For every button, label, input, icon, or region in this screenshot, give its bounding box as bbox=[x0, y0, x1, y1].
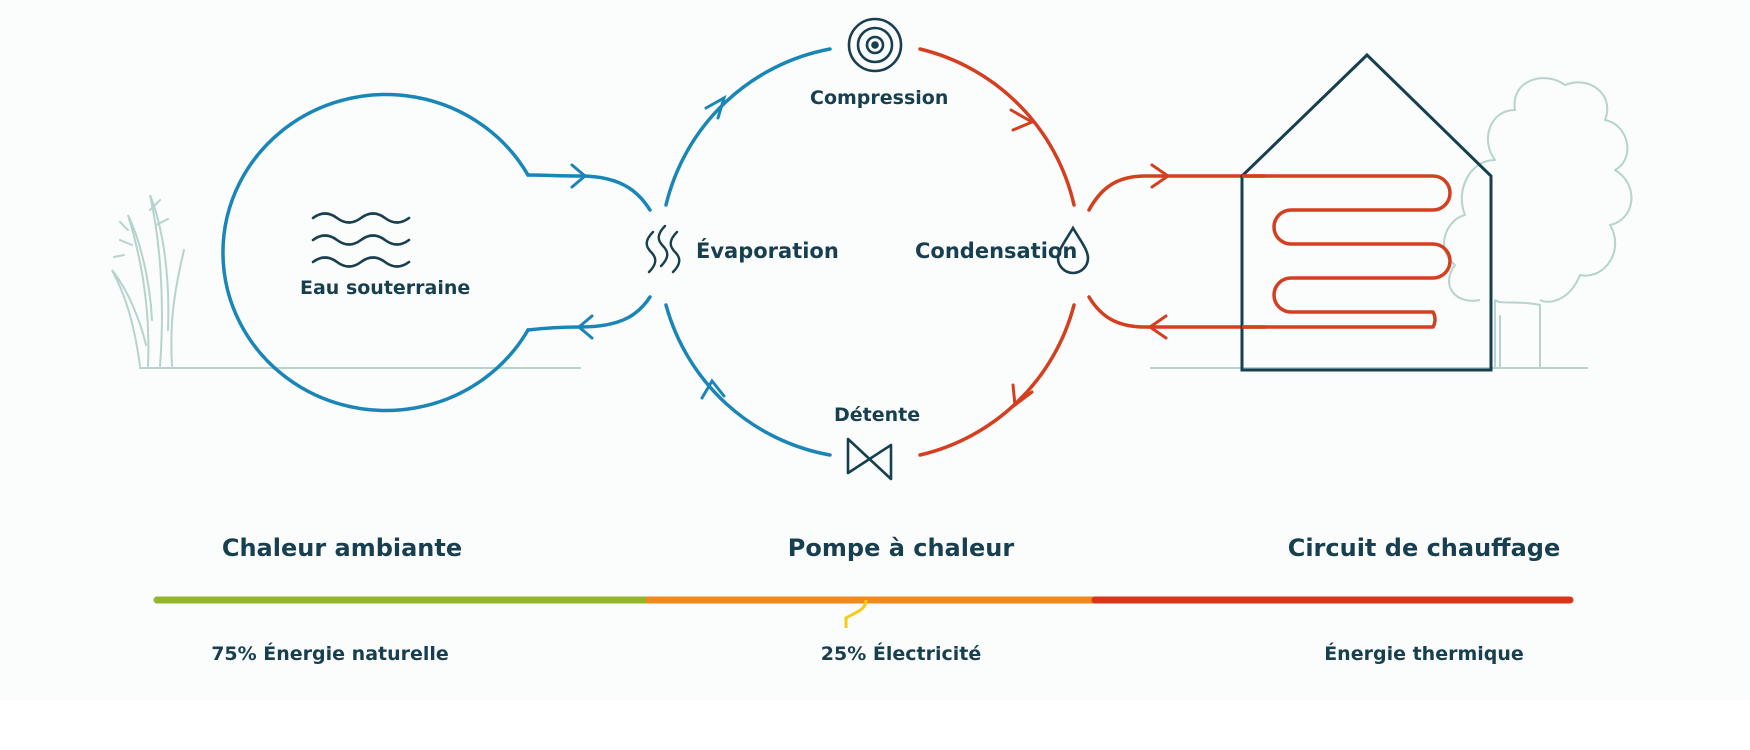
bottom-band bbox=[0, 700, 1750, 750]
natural-energy-label: 75% Énergie naturelle bbox=[211, 642, 449, 665]
groundwater-label: Eau souterraine bbox=[300, 277, 470, 299]
compressor-icon bbox=[847, 17, 903, 73]
arrow-up-left bbox=[704, 94, 727, 120]
condensation-label: Condensation bbox=[915, 239, 1077, 263]
heating-connections bbox=[1087, 163, 1267, 340]
arrow-down-right bbox=[1009, 108, 1036, 132]
groundwater-loop bbox=[221, 92, 652, 413]
heating-coil bbox=[1242, 174, 1452, 329]
cold-arc-top bbox=[664, 47, 832, 207]
section-heating-circuit: Circuit de chauffage bbox=[1288, 534, 1561, 562]
arrow-down-bottom-right bbox=[1011, 383, 1034, 408]
evaporation-icon bbox=[645, 224, 681, 274]
electric-input-line bbox=[844, 599, 868, 628]
droplet-icon bbox=[1056, 225, 1090, 275]
arrow-up-bottom-left bbox=[700, 378, 726, 400]
section-heat-pump: Pompe à chaleur bbox=[788, 534, 1015, 562]
waves-icon bbox=[311, 212, 411, 268]
house-illustration bbox=[1240, 52, 1493, 372]
expansion-label: Détente bbox=[834, 404, 920, 426]
evaporation-label: Évaporation bbox=[696, 238, 839, 263]
hot-arc-bottom bbox=[918, 303, 1076, 457]
tree-illustration bbox=[1150, 77, 1633, 369]
hot-arc-top bbox=[918, 47, 1076, 207]
expansion-valve-icon bbox=[846, 437, 893, 481]
section-ambient-heat: Chaleur ambiante bbox=[222, 534, 462, 562]
heat-pump-cycle bbox=[664, 47, 1076, 457]
thermal-energy-label: Énergie thermique bbox=[1324, 642, 1524, 665]
compression-label: Compression bbox=[810, 87, 948, 109]
electricity-label: 25% Électricité bbox=[821, 642, 981, 665]
grass-illustration bbox=[111, 194, 581, 369]
cold-arc-bottom bbox=[664, 303, 832, 457]
